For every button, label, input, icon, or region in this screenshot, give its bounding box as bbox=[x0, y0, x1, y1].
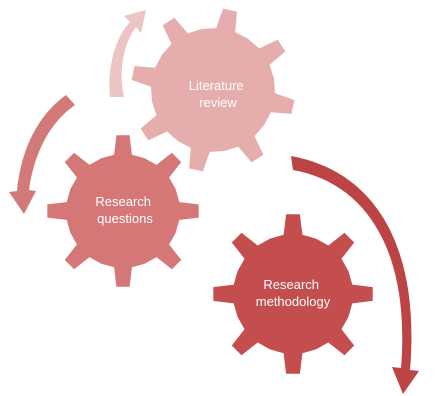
arrow-left bbox=[9, 95, 75, 214]
gear-label-literature-review: Literature review bbox=[189, 78, 248, 110]
gear-label-research-questions: Research questions bbox=[95, 194, 154, 226]
gear-label-line: Literature bbox=[189, 78, 244, 93]
gear-label-research-methodology: Research methodology bbox=[256, 277, 331, 309]
arrow-top bbox=[109, 10, 146, 97]
gear-research-methodology bbox=[213, 214, 373, 374]
gear-label-line: Research bbox=[263, 277, 319, 292]
gear-label-line: review bbox=[199, 95, 237, 110]
gear-label-line: Research bbox=[95, 194, 151, 209]
gear-label-line: methodology bbox=[256, 294, 331, 309]
arrow-right bbox=[291, 156, 419, 394]
gear-research-questions bbox=[47, 135, 199, 287]
gear-label-line: questions bbox=[97, 211, 153, 226]
gear-literature-review bbox=[131, 8, 295, 172]
